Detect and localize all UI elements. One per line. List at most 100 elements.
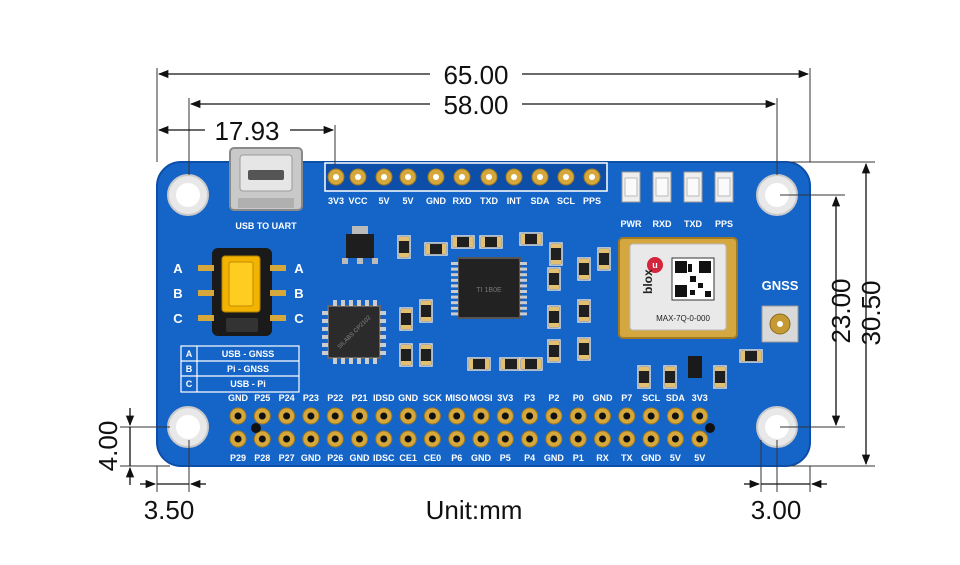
chip-pin bbox=[333, 300, 337, 306]
gpio-pin-hole bbox=[599, 435, 606, 443]
chip-pin bbox=[451, 267, 458, 271]
chip-pin bbox=[322, 319, 328, 323]
passive-terminal bbox=[579, 339, 589, 343]
chip-pin bbox=[322, 351, 328, 355]
passive-terminal bbox=[401, 309, 411, 313]
passive-component bbox=[663, 365, 677, 389]
passive-terminal bbox=[549, 307, 559, 311]
gpio-pin-hole bbox=[234, 435, 242, 443]
passive-terminal bbox=[665, 367, 675, 371]
gpio-bottom-label: P27 bbox=[279, 453, 295, 463]
gpio-top-label: GND bbox=[398, 393, 419, 403]
mode-table-value: USB - GNSS bbox=[222, 349, 275, 359]
chip-pin bbox=[373, 300, 377, 306]
chip-pin bbox=[451, 278, 458, 282]
passive-terminal bbox=[426, 244, 430, 254]
passive-terminal bbox=[399, 237, 409, 241]
gpio-bottom-label: GND bbox=[350, 453, 371, 463]
gpio-bottom-label: P28 bbox=[254, 453, 270, 463]
chip-pin bbox=[520, 290, 527, 293]
chip-pin bbox=[365, 300, 369, 306]
gpio-pin-hole bbox=[331, 435, 339, 443]
top-header-label: SCL bbox=[557, 196, 576, 206]
gpio-pin-hole bbox=[623, 435, 631, 443]
passive-component bbox=[597, 247, 611, 271]
gpio-pin-hole bbox=[258, 435, 266, 443]
gpio-top-label: GND bbox=[228, 393, 249, 403]
header-pin-hole bbox=[511, 174, 517, 180]
header-pin-hole bbox=[537, 174, 543, 180]
chip-pin bbox=[333, 358, 337, 364]
dim-overall-height-label: 30.50 bbox=[856, 280, 886, 345]
chip-pin bbox=[451, 301, 458, 305]
gpio-pin-hole bbox=[331, 412, 339, 420]
passive-component bbox=[547, 305, 561, 329]
switch-letter-right: B bbox=[294, 286, 303, 301]
dim-overall-width-label: 65.00 bbox=[443, 60, 508, 90]
dim-right-hole-offset-label: 3.00 bbox=[751, 495, 802, 525]
passive-terminal bbox=[715, 367, 725, 371]
top-header-label: INT bbox=[507, 196, 522, 206]
switch-pin bbox=[198, 290, 214, 296]
passive-terminal bbox=[421, 361, 431, 365]
passive-component bbox=[519, 357, 543, 371]
mode-table-value: Pi - GNSS bbox=[227, 364, 269, 374]
passive-terminal bbox=[757, 351, 761, 361]
gpio-pin-hole bbox=[380, 435, 388, 443]
passive-terminal bbox=[741, 351, 745, 361]
passive-component bbox=[637, 365, 651, 389]
passive-component bbox=[547, 267, 561, 291]
top-header-label: PPS bbox=[583, 196, 601, 206]
chip-pin bbox=[380, 351, 386, 355]
gpio-pin-hole bbox=[550, 435, 558, 443]
top-header-label: 3V3 bbox=[328, 196, 344, 206]
header-pin-hole bbox=[405, 174, 411, 180]
passive-component bbox=[399, 343, 413, 367]
chip-pin bbox=[520, 295, 527, 299]
passive-terminal bbox=[551, 244, 561, 248]
gpio-top-label: P25 bbox=[254, 393, 270, 403]
passive-terminal bbox=[579, 301, 589, 305]
gpio-top-label: P7 bbox=[621, 393, 632, 403]
gpio-pin-hole bbox=[526, 412, 534, 420]
mode-table-value: USB - Pi bbox=[230, 379, 266, 389]
chip-pin bbox=[520, 278, 527, 282]
passive-component bbox=[577, 337, 591, 361]
chip-pin bbox=[373, 358, 377, 364]
module-brand: blox bbox=[641, 269, 655, 294]
gpio-pin-hole bbox=[234, 412, 242, 420]
unit-label: Unit:mm bbox=[426, 495, 523, 525]
gpio-pin-hole bbox=[574, 412, 582, 420]
mode-table-key: A bbox=[186, 349, 193, 359]
switch-letter-right: C bbox=[294, 311, 304, 326]
passive-component bbox=[739, 349, 763, 363]
chip-pin bbox=[451, 284, 458, 288]
mode-switch bbox=[212, 248, 272, 336]
mode-table-key: B bbox=[186, 364, 193, 374]
dim-left-hole-offset-label: 3.50 bbox=[144, 495, 195, 525]
chip-pin bbox=[520, 301, 527, 305]
gpio-top-label: P21 bbox=[351, 393, 367, 403]
top-header-label: SDA bbox=[530, 196, 550, 206]
mode-table-key: C bbox=[186, 379, 193, 389]
diode-icon bbox=[688, 356, 702, 378]
top-header-label: TXD bbox=[480, 196, 499, 206]
passive-terminal bbox=[537, 234, 541, 244]
chip-pin bbox=[349, 300, 353, 306]
led-label: TXD bbox=[684, 219, 703, 229]
buffer-chip: TI 1B0E bbox=[457, 257, 521, 319]
passive-terminal bbox=[399, 253, 409, 257]
gpio-top-label: IDSD bbox=[373, 393, 395, 403]
chip-pin bbox=[520, 284, 527, 288]
antenna-connector-icon bbox=[761, 305, 799, 343]
passive-component bbox=[549, 242, 563, 266]
fiducial-icon bbox=[251, 423, 261, 433]
chip-pin bbox=[520, 306, 527, 310]
chip-pin bbox=[380, 335, 386, 339]
header-pin-hole bbox=[355, 174, 361, 180]
chip-pin bbox=[357, 358, 361, 364]
passive-terminal bbox=[551, 260, 561, 264]
header-pin-hole bbox=[381, 174, 387, 180]
header-pin-hole bbox=[433, 174, 439, 180]
dim-bottom-hole-offset-label: 4.00 bbox=[93, 421, 123, 472]
